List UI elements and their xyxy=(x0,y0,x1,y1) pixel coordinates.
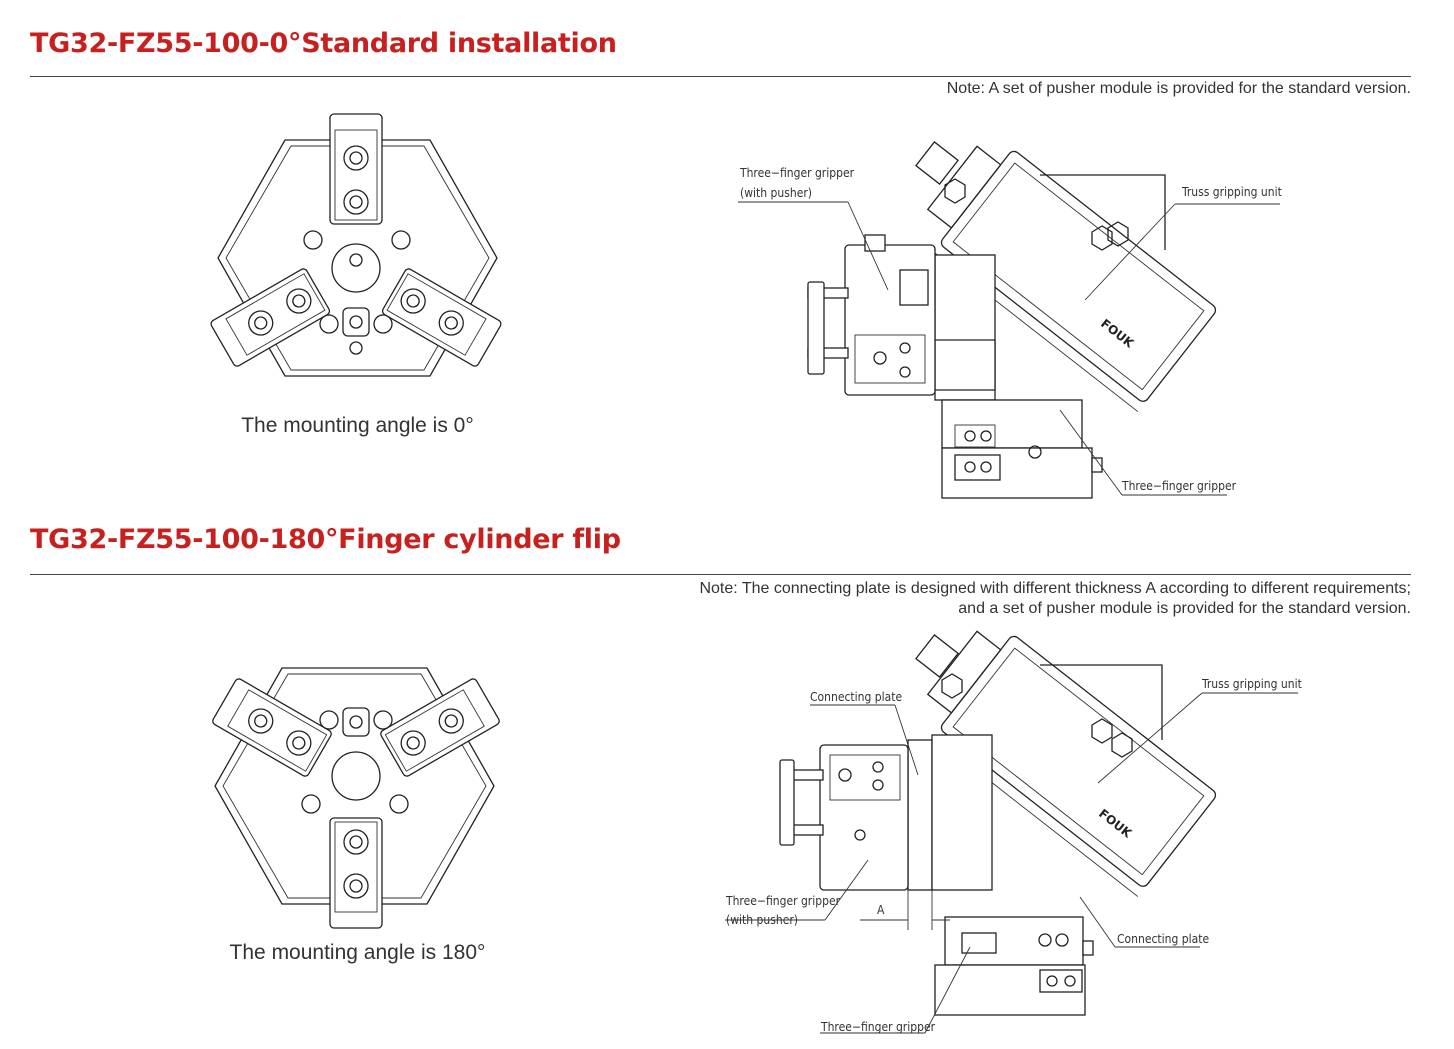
assembly-drawing-standard: FOUK Three−finger gripper (with pusher) … xyxy=(738,141,1282,499)
section1-caption: The mounting angle is 0° xyxy=(241,414,474,437)
label-gripper-bottom: Three−finger gripper xyxy=(820,1020,936,1034)
label-gripper-with-pusher-2a: Three−finger gripper xyxy=(725,894,841,908)
dimension-a-label: A xyxy=(877,903,885,917)
assembly-drawing-flip: FOUK A Connecting plate Truss gripping u… xyxy=(725,630,1302,1034)
label-gripper-with-pusher-2b: (with pusher) xyxy=(726,913,798,927)
section2-note-line1: Note: The connecting plate is designed w… xyxy=(699,580,1411,597)
label-gripper-1: Three−finger gripper xyxy=(1121,479,1237,493)
section1-note: Note: A set of pusher module is provided… xyxy=(946,80,1411,97)
section2-divider xyxy=(30,574,1411,575)
section1-title: TG32-FZ55-100-0°Standard installation xyxy=(30,28,617,59)
gripper-top-view-0deg xyxy=(210,113,502,377)
section1-divider xyxy=(30,76,1411,77)
gripper-top-view-180deg xyxy=(212,667,500,929)
section2-caption: The mounting angle is 180° xyxy=(229,941,486,964)
section2-title: TG32-FZ55-100-180°Finger cylinder flip xyxy=(30,524,621,555)
label-gripper-with-pusher-1b: (with pusher) xyxy=(740,186,812,200)
section2-note-line2: and a set of pusher module is provided f… xyxy=(958,600,1411,617)
label-truss-unit-1: Truss gripping unit xyxy=(1181,185,1282,199)
label-truss-unit-2: Truss gripping unit xyxy=(1201,677,1302,691)
label-gripper-with-pusher-1a: Three−finger gripper xyxy=(739,166,855,180)
label-connecting-plate-top: Connecting plate xyxy=(810,690,902,704)
label-connecting-plate-right: Connecting plate xyxy=(1117,932,1209,946)
